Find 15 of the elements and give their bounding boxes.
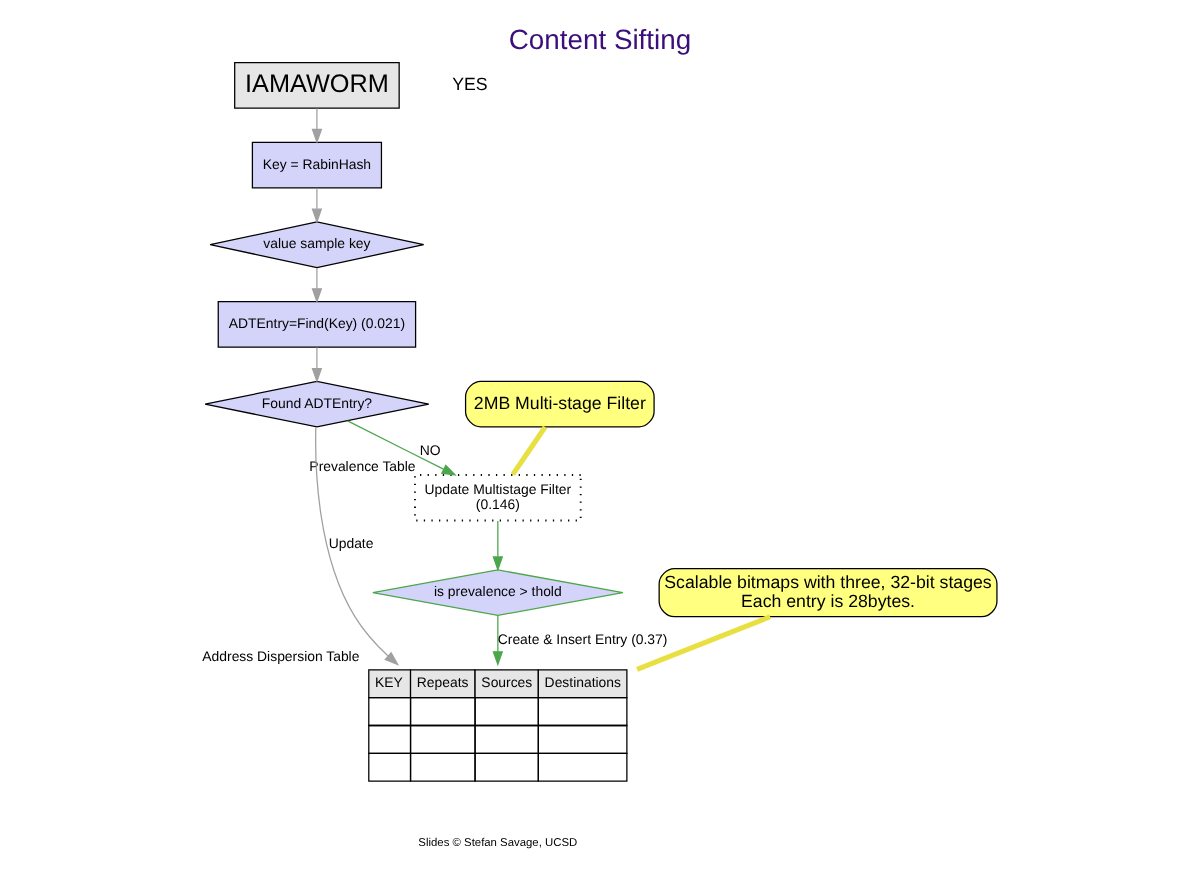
node-box: IAMAWORM [234,61,400,109]
arrow [311,267,323,304]
label: YES [452,74,488,95]
arrow [347,420,457,476]
connector [510,425,548,476]
node-box: 2MB Multi-stage Filter [464,380,655,428]
arrow [311,187,323,224]
arrow [311,347,323,384]
diagram-title: Content Sifting [508,23,692,56]
arrow [492,520,504,572]
node-box: Scalable bitmaps with three, 32-bit stages Each entry is 28bytes. [658,568,998,618]
arrow [492,614,504,667]
arrow [311,107,323,144]
arrow [315,426,400,666]
connector [636,614,772,672]
